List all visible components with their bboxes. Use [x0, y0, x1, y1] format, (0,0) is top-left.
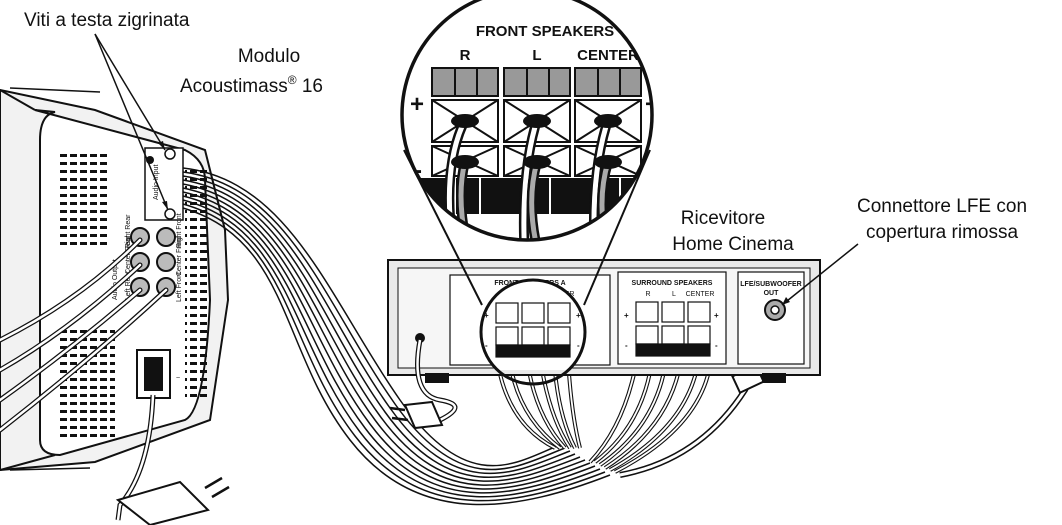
front-terminal-r-neg[interactable] — [495, 326, 519, 346]
front-terminal-r-pos[interactable] — [495, 302, 519, 324]
right-front-label: Right Front — [176, 213, 183, 248]
surround-terminal-l-neg[interactable] — [661, 325, 685, 345]
magnifier-source-circle: + + - - — [479, 278, 587, 386]
audio-output-label: Audio Output — [112, 259, 119, 300]
panel-surround-r: R — [645, 291, 650, 298]
leader-screw-bottom — [94, 33, 169, 211]
receiver-power-plug — [403, 400, 444, 430]
front-terminal-center-neg[interactable] — [547, 326, 571, 346]
callout-screws: Viti a testa zigrinata — [24, 10, 190, 31]
callout-receiver-line1: Ricevitore — [681, 208, 765, 229]
magnifier-line-right — [583, 149, 651, 306]
callout-lfe-line1: Connettore LFE con — [857, 196, 1027, 217]
module-power-cord — [115, 394, 230, 525]
panel-surround-center: CENTER — [686, 291, 715, 298]
magnifier-plus-right: + — [645, 91, 659, 118]
receiver: FRONT SPEAKERS A R L CENTER SURROUND SPE… — [387, 259, 821, 383]
callout-module-line1: Modulo — [238, 46, 300, 67]
front-terminal-center-pos[interactable] — [547, 302, 571, 324]
surround-terminal-center-neg[interactable] — [687, 325, 711, 345]
surround-terminal-r-neg[interactable] — [635, 325, 659, 345]
panel-surround-title: SURROUND SPEAKERS — [632, 280, 713, 287]
receiver-power-cord — [389, 339, 458, 430]
speaker-cable-bundle — [182, 167, 611, 506]
receiver-foot-left — [425, 373, 449, 383]
receiver-foot-right — [762, 373, 786, 383]
surround-terminal-center-pos[interactable] — [687, 301, 711, 323]
panel-surround-minus-right: - — [715, 341, 718, 350]
magnifier-title: FRONT SPEAKERS — [476, 23, 614, 40]
power-symbol: ~ — [176, 375, 180, 382]
leader-lfe — [781, 243, 859, 306]
magnifier-plus-left: + — [410, 91, 424, 118]
front-speakers-magnifier: FRONT SPEAKERS R L CENTER — [400, 0, 659, 242]
jack-right-front[interactable] — [156, 227, 176, 247]
magnifier-minus-right: - — [648, 157, 656, 184]
panel-front-plus-right: + — [576, 311, 581, 320]
front-terminal-l-pos[interactable] — [521, 302, 545, 324]
lfe-label-2: OUT — [764, 290, 780, 297]
leader-screw-top — [94, 33, 166, 151]
surround-terminals — [635, 301, 711, 357]
center-front-label: Center Front — [176, 237, 183, 276]
panel-surround-minus: - — [625, 341, 628, 350]
right-rear-label: Right Rear — [125, 214, 132, 248]
acoustimass-module: Audio Input Audio Output Right Front Cen… — [0, 87, 230, 472]
lfe-label-1: LFE/SUBWOOFER — [740, 281, 801, 288]
jack-center-front[interactable] — [156, 252, 176, 272]
panel-surround-l: L — [672, 291, 676, 298]
thumbscrew-bottom[interactable] — [164, 208, 176, 220]
panel-surround-plus: + — [624, 311, 629, 320]
magnifier-label-r: R — [460, 47, 471, 64]
magnifier-minus-left: - — [414, 157, 422, 184]
thumbscrew-top[interactable] — [164, 148, 176, 160]
callout-module-line2: Acoustimass® 16 — [180, 73, 323, 97]
module-vent-left — [60, 150, 110, 250]
panel-surround-plus-right: + — [714, 311, 719, 320]
panel-front-minus-right: - — [577, 341, 580, 350]
magnifier-label-l: L — [532, 47, 541, 64]
front-terminal-l-neg[interactable] — [521, 326, 545, 346]
magnifier-label-center: CENTER — [577, 47, 639, 64]
left-rear-label: Left Rear — [125, 271, 132, 300]
surround-terminal-l-pos[interactable] — [661, 301, 685, 323]
center-rear-label: Center Rear — [125, 235, 132, 274]
surround-terminal-r-pos[interactable] — [635, 301, 659, 323]
module-vent-right — [185, 170, 207, 400]
left-front-label: Left Front — [176, 272, 183, 302]
panel-front-minus-left: - — [485, 341, 488, 350]
module-power-plug — [115, 480, 210, 525]
callout-lfe-line2: copertura rimossa — [866, 222, 1018, 243]
callout-receiver-line2: Home Cinema — [672, 234, 794, 255]
panel-front-plus-left: + — [484, 311, 489, 320]
